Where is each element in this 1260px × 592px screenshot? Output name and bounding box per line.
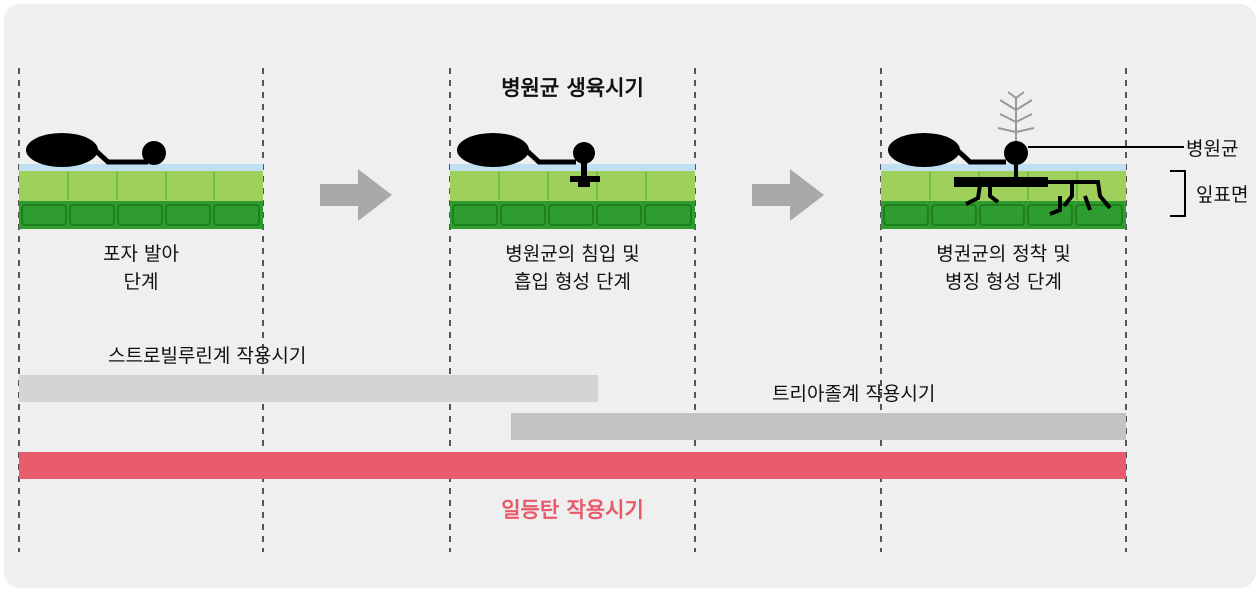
- leaf-section-1: [19, 133, 263, 229]
- stage-2-line1: 병원균의 침입 및: [505, 243, 640, 265]
- stage-1-label: 포자 발아 단계: [19, 240, 263, 296]
- spore-icon: [457, 133, 529, 167]
- leaf-surface-label: 잎표면: [1196, 184, 1249, 206]
- triazole-label: 트리아졸계 작용시기: [772, 383, 936, 405]
- diagram-title: 병원균 생육시기: [501, 76, 644, 100]
- stage-2-line2: 흡입 형성 단계: [514, 271, 631, 293]
- stage-3-label: 병권균의 정착 및 병징 형성 단계: [881, 240, 1126, 296]
- guide-lines: [18, 68, 1127, 552]
- stage-1-line2: 단계: [123, 271, 159, 293]
- arrow-icon: [752, 169, 824, 221]
- stage-2-label: 병원균의 침입 및 흡입 형성 단계: [450, 240, 695, 296]
- triazole-bar: [511, 413, 1126, 440]
- stage-3-line1: 병권균의 정착 및: [936, 243, 1071, 265]
- stage-1-line1: 포자 발아: [103, 243, 179, 265]
- diagram-panel: [4, 4, 1256, 588]
- spore-icon: [26, 133, 98, 167]
- arrow-icon: [320, 169, 392, 221]
- strobilurin-bar: [19, 375, 598, 402]
- hyphae-icon: [954, 165, 1112, 216]
- pathogen-icon: [1004, 141, 1028, 165]
- sporangiophore-icon: [997, 91, 1035, 141]
- leaf-section-2: [450, 133, 695, 229]
- spore-icon: [888, 133, 960, 167]
- ildeungtan-label: 일등탄 작용시기: [501, 498, 644, 522]
- ildeungtan-bar: [19, 452, 1126, 479]
- leaf-section-3: [881, 91, 1186, 229]
- strobilurin-label: 스트로빌루린계 작용시기: [108, 345, 307, 367]
- stage-3-line2: 병징 형성 단계: [945, 271, 1062, 293]
- leaf-bracket: [1170, 170, 1186, 217]
- pathogen-label: 병원균: [1186, 138, 1239, 160]
